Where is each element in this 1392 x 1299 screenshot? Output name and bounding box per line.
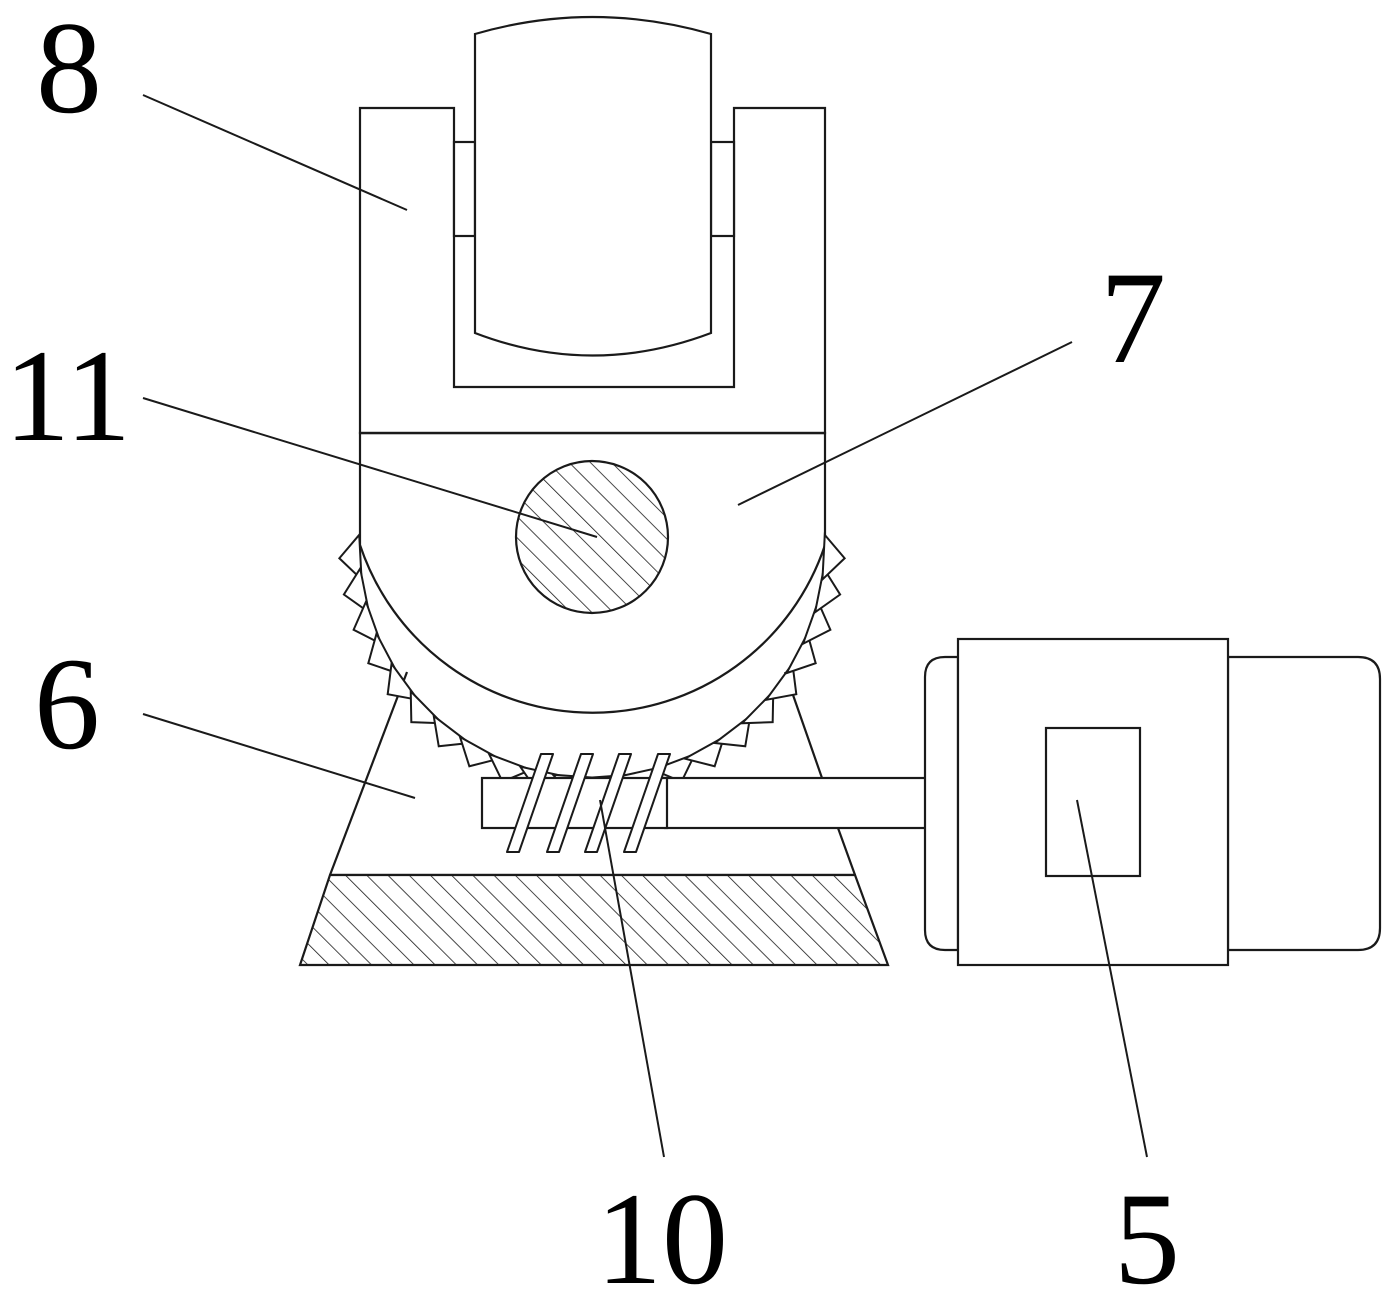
- label-11: 11: [4, 322, 131, 469]
- gear-teeth: [337, 532, 847, 799]
- gear-tooth: [487, 752, 534, 783]
- pivot-shaft: [514, 459, 670, 615]
- worm-thread: [506, 753, 554, 853]
- gear-tooth: [801, 598, 832, 646]
- gear-tooth: [682, 734, 726, 768]
- label-5: 5: [1114, 1165, 1180, 1299]
- gear-tooth: [367, 630, 400, 675]
- motor-shaft: [663, 776, 929, 830]
- gear-tooth: [458, 734, 502, 768]
- gear-tooth: [337, 532, 363, 582]
- worm-screw: [480, 753, 671, 853]
- leader-lines: [142, 94, 1148, 1158]
- gear-tooth: [784, 630, 817, 675]
- label-10: 10: [596, 1165, 728, 1299]
- gear-tooth: [409, 688, 445, 725]
- label-6: 6: [34, 630, 100, 777]
- motor: [923, 637, 1382, 967]
- worm-thread: [584, 753, 632, 853]
- clamp-bracket: [358, 15, 827, 435]
- gear-tooth: [813, 565, 842, 615]
- worm-thread: [546, 753, 594, 853]
- label-8: 8: [36, 0, 102, 141]
- label-7: 7: [1100, 244, 1166, 391]
- worm-thread: [623, 753, 671, 853]
- gear-tooth: [821, 532, 847, 582]
- hatched-base: [298, 873, 890, 967]
- gear-tooth: [650, 752, 697, 783]
- gear-tooth: [342, 565, 371, 615]
- gear-tooth: [352, 598, 383, 646]
